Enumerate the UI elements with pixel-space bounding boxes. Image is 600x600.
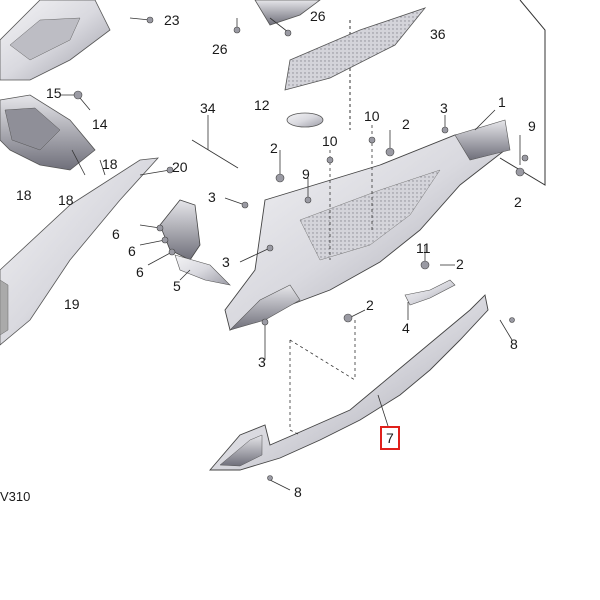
side-cover-7 <box>209 294 489 471</box>
callout-2: 2 <box>456 256 464 272</box>
callout-34: 34 <box>200 100 216 116</box>
callout-19: 19 <box>64 296 80 312</box>
pad-part-12 <box>286 112 324 128</box>
callout-2: 2 <box>514 194 522 210</box>
callout-2: 2 <box>366 297 374 313</box>
bracket-part-4 <box>404 279 456 306</box>
callout-20: 20 <box>172 159 188 175</box>
callout-36: 36 <box>430 26 446 42</box>
callout-18: 18 <box>16 187 32 203</box>
callout-11: 11 <box>416 240 431 256</box>
callout-2: 2 <box>402 116 410 132</box>
callout-15: 15 <box>46 85 62 101</box>
callout-9: 9 <box>528 118 536 134</box>
callout-23: 23 <box>164 12 180 28</box>
callout-3: 3 <box>258 354 266 370</box>
callout-4: 4 <box>402 320 410 336</box>
heat-cover-36 <box>284 7 427 91</box>
bracket-part-6 <box>159 199 231 286</box>
callout-6: 6 <box>112 226 120 242</box>
callout-6: 6 <box>128 243 136 259</box>
fastener-markers <box>73 16 529 481</box>
callout-18: 18 <box>58 192 74 208</box>
callout-6: 6 <box>136 264 144 280</box>
callout-12: 12 <box>254 97 270 113</box>
callout-14: 14 <box>92 116 108 132</box>
callout-3: 3 <box>222 254 230 270</box>
floor-body-part <box>224 119 511 331</box>
callout-9: 9 <box>302 166 310 182</box>
frame-assembly-part <box>0 0 111 171</box>
leader-lines <box>60 17 521 491</box>
callout-8: 8 <box>510 336 518 352</box>
callout-8: 8 <box>294 484 302 500</box>
callout-10: 10 <box>322 133 338 149</box>
callout-5: 5 <box>173 278 181 294</box>
callout-10: 10 <box>364 108 380 124</box>
callout-18: 18 <box>102 156 118 172</box>
callout-26: 26 <box>212 41 228 57</box>
callout-26: 26 <box>310 8 326 24</box>
side-panel-19 <box>0 157 160 346</box>
callout-3: 3 <box>440 100 448 116</box>
callout-1: 1 <box>498 94 506 110</box>
diagram-code: V310 <box>0 489 31 504</box>
callout-3: 3 <box>208 189 216 205</box>
callout-2: 2 <box>270 140 278 156</box>
callout-7-highlighted[interactable]: 7 <box>380 426 400 450</box>
